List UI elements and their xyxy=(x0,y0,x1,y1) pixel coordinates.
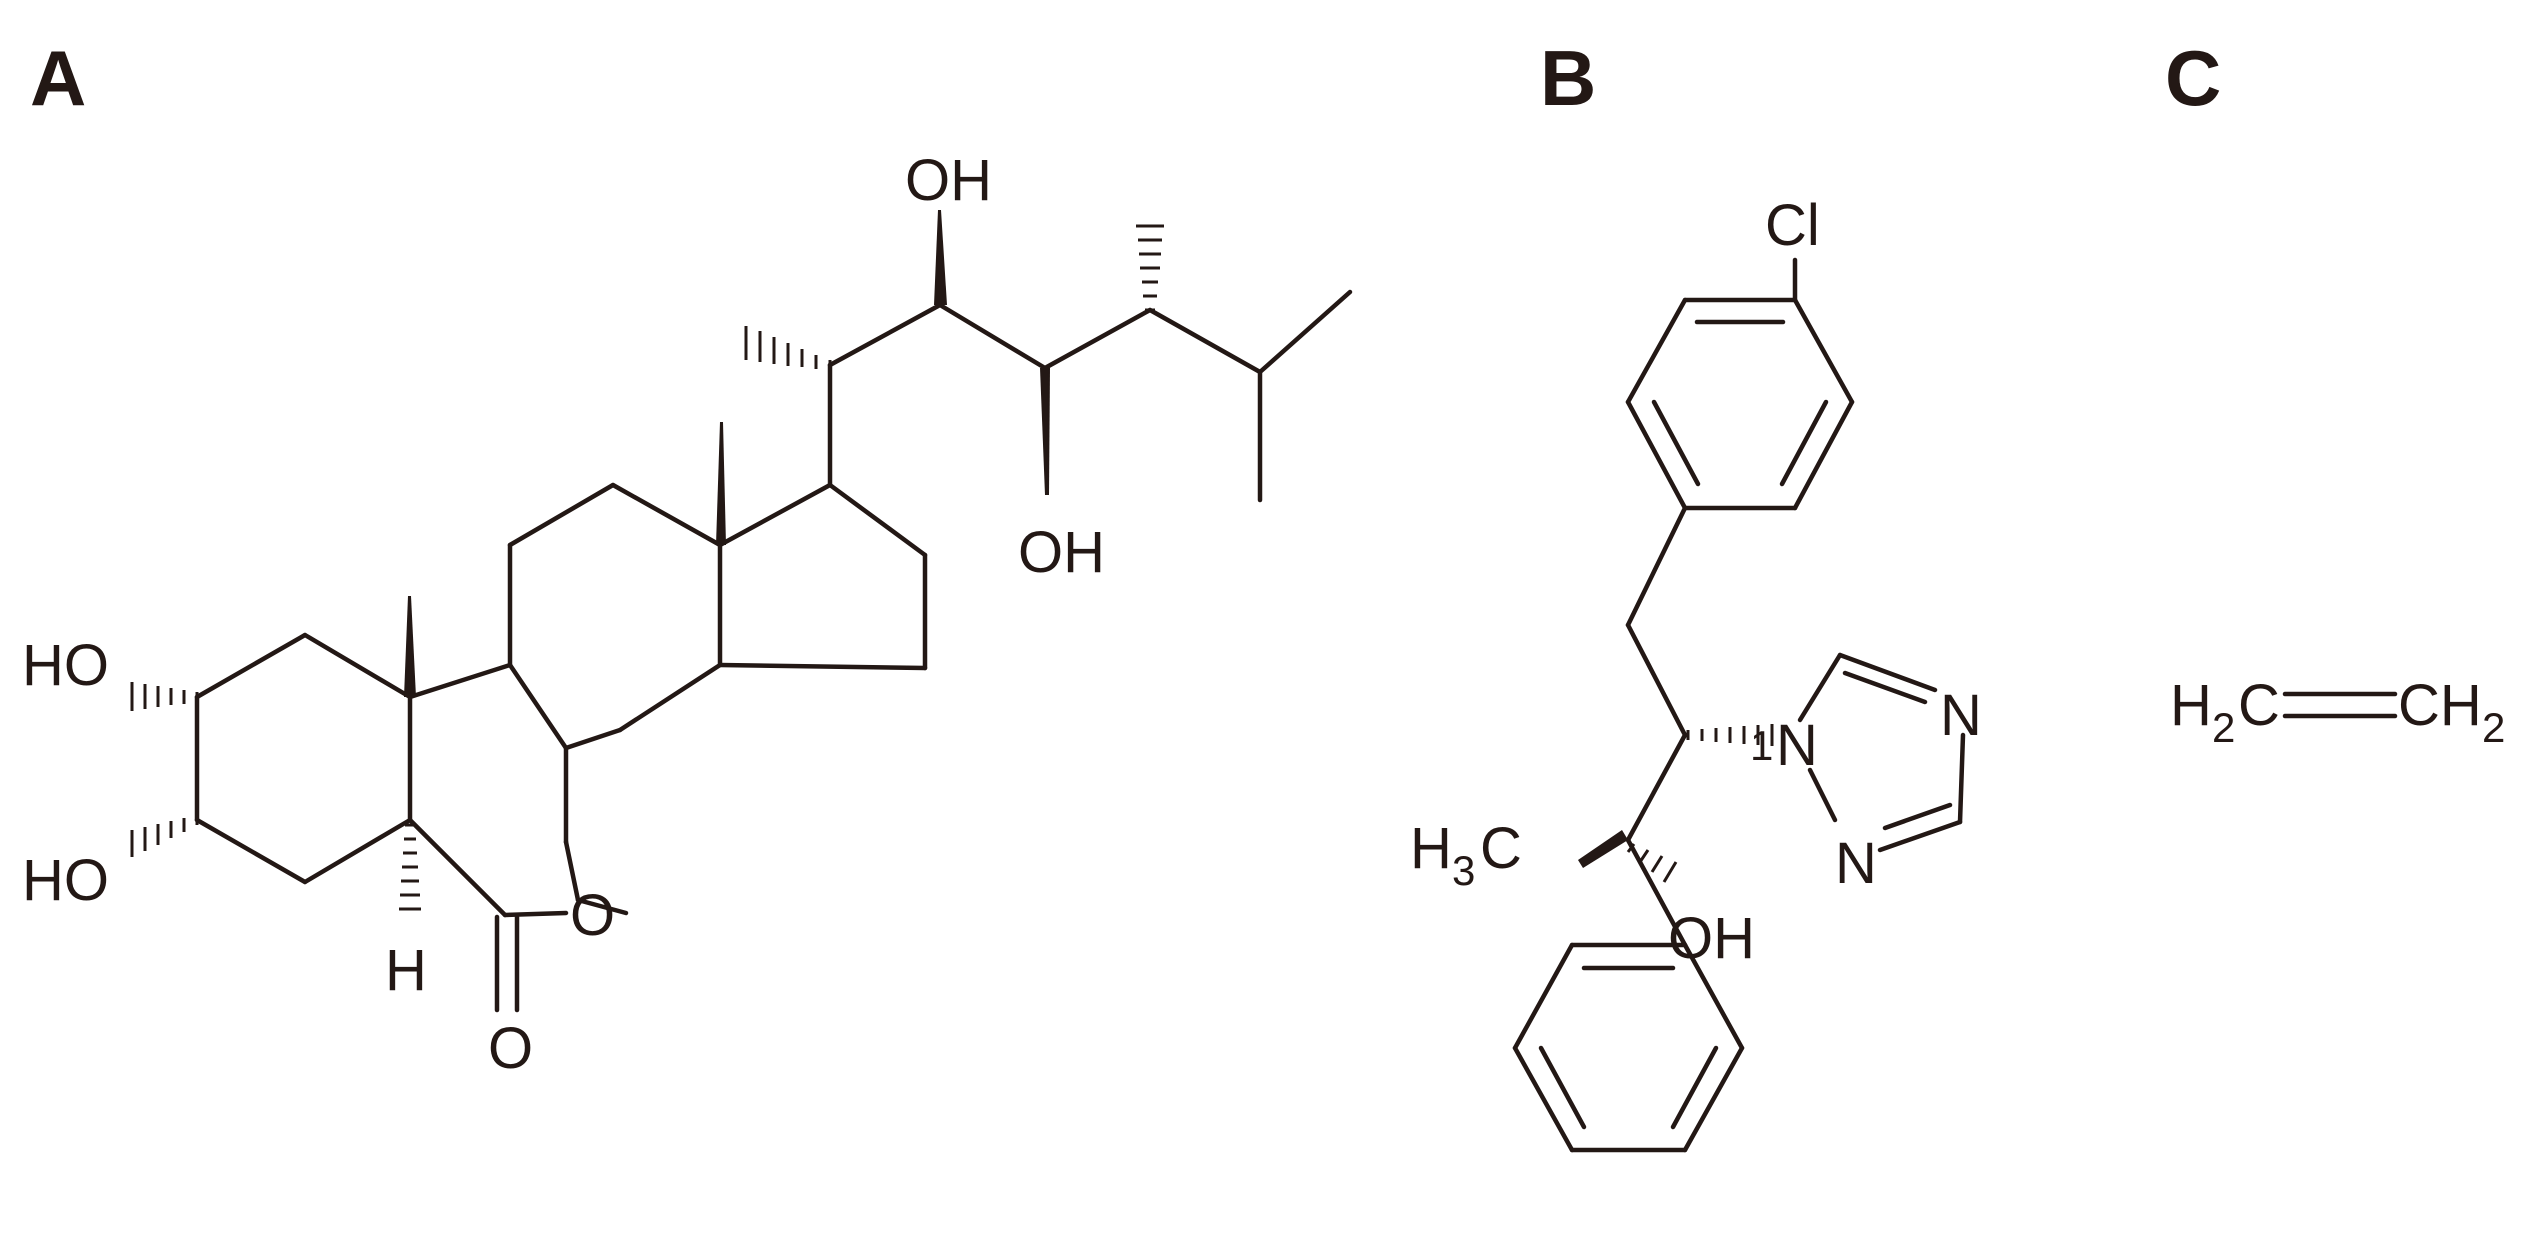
b-n1-number: 1 xyxy=(1750,722,1773,769)
a-carbonyl-o-label: O xyxy=(488,1016,533,1081)
chlorophenyl-ring-bonds xyxy=(1625,297,1855,511)
ring-b-bonds xyxy=(407,662,629,918)
ring-a-bonds xyxy=(194,632,413,885)
molecule-b-paclobutrazol-like: Cl N 1 N N H 3 C OH xyxy=(1410,193,1982,1153)
c-right-ch: CH xyxy=(2398,673,2482,738)
a-lactone-o-label: O xyxy=(570,883,615,948)
molecule-c-ethylene: H 2 C CH 2 xyxy=(2170,673,2505,751)
phenyl-ring-bonds xyxy=(1512,942,1745,1153)
c13-methyl-wedge xyxy=(716,422,726,545)
c20-methyl-hash xyxy=(744,326,832,370)
b-oh-hash xyxy=(1626,843,1678,883)
b-h3c-h: H xyxy=(1410,816,1452,881)
b-cl-label: Cl xyxy=(1765,193,1820,258)
panel-letter-c: C xyxy=(2165,34,2221,122)
c3-oh-hash xyxy=(130,815,199,857)
b-h3c-c: C xyxy=(1480,816,1522,881)
panel-letter-a: A xyxy=(30,34,86,122)
c-left-2: 2 xyxy=(2212,704,2235,751)
b-n-right-label: N xyxy=(1940,683,1982,748)
b-oh-label: OH xyxy=(1668,906,1755,971)
ring-d-bonds xyxy=(717,482,928,671)
b-methyl-wedge xyxy=(1578,830,1628,868)
c-right-2: 2 xyxy=(2482,704,2505,751)
a-ho-upper-label: HO xyxy=(22,633,109,698)
b-n-low-label: N xyxy=(1835,831,1877,896)
b-n1-label: N xyxy=(1776,713,1818,778)
c22-oh-wedge xyxy=(934,210,947,305)
c23-oh-wedge xyxy=(1040,368,1050,495)
triazole-ring-bonds xyxy=(1797,652,1966,853)
c2-oh-hash xyxy=(130,682,199,711)
a-oh-mid-label: OH xyxy=(1018,520,1105,585)
c-left-h: H xyxy=(2170,673,2212,738)
panel-letter-b: B xyxy=(1540,34,1596,122)
c-left-c: C xyxy=(2238,673,2280,738)
a-ho-lower-label: HO xyxy=(22,848,109,913)
c24-methyl-hash xyxy=(1136,224,1164,312)
molecule-a-brassinolide: OH OH HO HO H O O xyxy=(22,148,1353,1081)
b-triazole-hash xyxy=(1686,724,1774,746)
side-chain-bonds xyxy=(827,289,1353,503)
a-h-label: H xyxy=(385,938,427,1003)
c10-methyl-wedge xyxy=(404,596,416,697)
b-h3c-3: 3 xyxy=(1452,847,1475,894)
ring-c-bonds xyxy=(507,482,723,751)
a-oh-top-label: OH xyxy=(905,148,992,213)
b-chain-bonds xyxy=(1625,505,1688,948)
c5-h-hash xyxy=(399,823,421,911)
